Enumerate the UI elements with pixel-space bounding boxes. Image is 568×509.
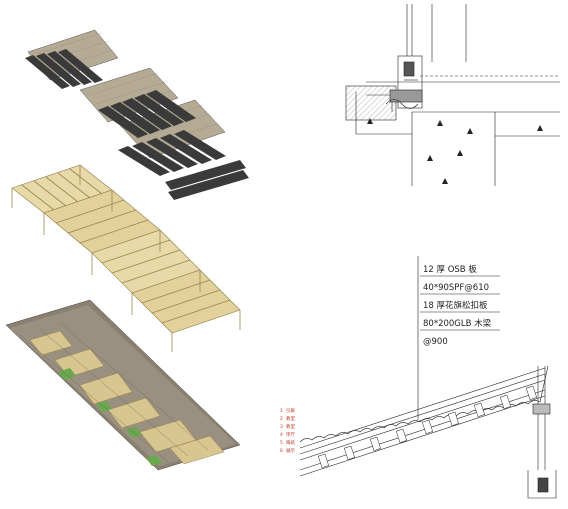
roof-spec-list: 12 厚 OSB 板 40*90SPF@610 18 厚花旗松扣板 80*200… bbox=[420, 264, 500, 347]
legend-label: 教室 bbox=[286, 423, 295, 430]
legend-item: 5 晦班 bbox=[280, 439, 295, 446]
legend-num: 2 bbox=[280, 416, 283, 422]
legend-item: 6 展示 bbox=[280, 448, 295, 454]
legend-item: 3 教室 bbox=[280, 423, 295, 430]
legend-label: 教室 bbox=[286, 415, 295, 422]
roof-panel-layer bbox=[25, 29, 249, 200]
ground-floor-layer bbox=[5, 299, 241, 471]
legend-num: 3 bbox=[280, 424, 283, 430]
roof-section-detail: 12 厚 OSB 板 40*90SPF@610 18 厚花旗松扣板 80*200… bbox=[299, 256, 557, 499]
roof-spec-line: 12 厚 OSB 板 bbox=[423, 264, 477, 275]
legend-label: 序厅 bbox=[286, 431, 295, 438]
roof-spec-line: @900 bbox=[423, 337, 448, 347]
legend-label: 展示 bbox=[286, 448, 295, 454]
room-legend: 1 引廊 2 教室 3 教室 4 序厅 5 晦班 6 展示 bbox=[280, 407, 295, 454]
timber-frame-layer bbox=[11, 164, 241, 352]
legend-item: 1 引廊 bbox=[280, 407, 295, 414]
legend-num: 1 bbox=[280, 408, 283, 414]
legend-item: 2 教室 bbox=[280, 415, 295, 422]
legend-num: 4 bbox=[280, 432, 283, 438]
roof-spec-line: 80*200GLB 木梁 bbox=[423, 318, 492, 329]
window-sill-section-detail bbox=[345, 4, 560, 186]
exploded-axonometric: 1 引廊 2 教室 3 教室 4 序厅 5 晦班 6 展示 bbox=[5, 29, 295, 471]
roof-spec-line: 18 厚花旗松扣板 bbox=[423, 300, 488, 311]
legend-num: 5 bbox=[280, 440, 283, 446]
roof-spec-line: 40*90SPF@610 bbox=[423, 283, 489, 293]
legend-label: 引廊 bbox=[286, 407, 295, 414]
legend-label: 晦班 bbox=[286, 439, 295, 446]
legend-num: 6 bbox=[280, 448, 283, 454]
legend-item: 4 序厅 bbox=[280, 431, 295, 438]
